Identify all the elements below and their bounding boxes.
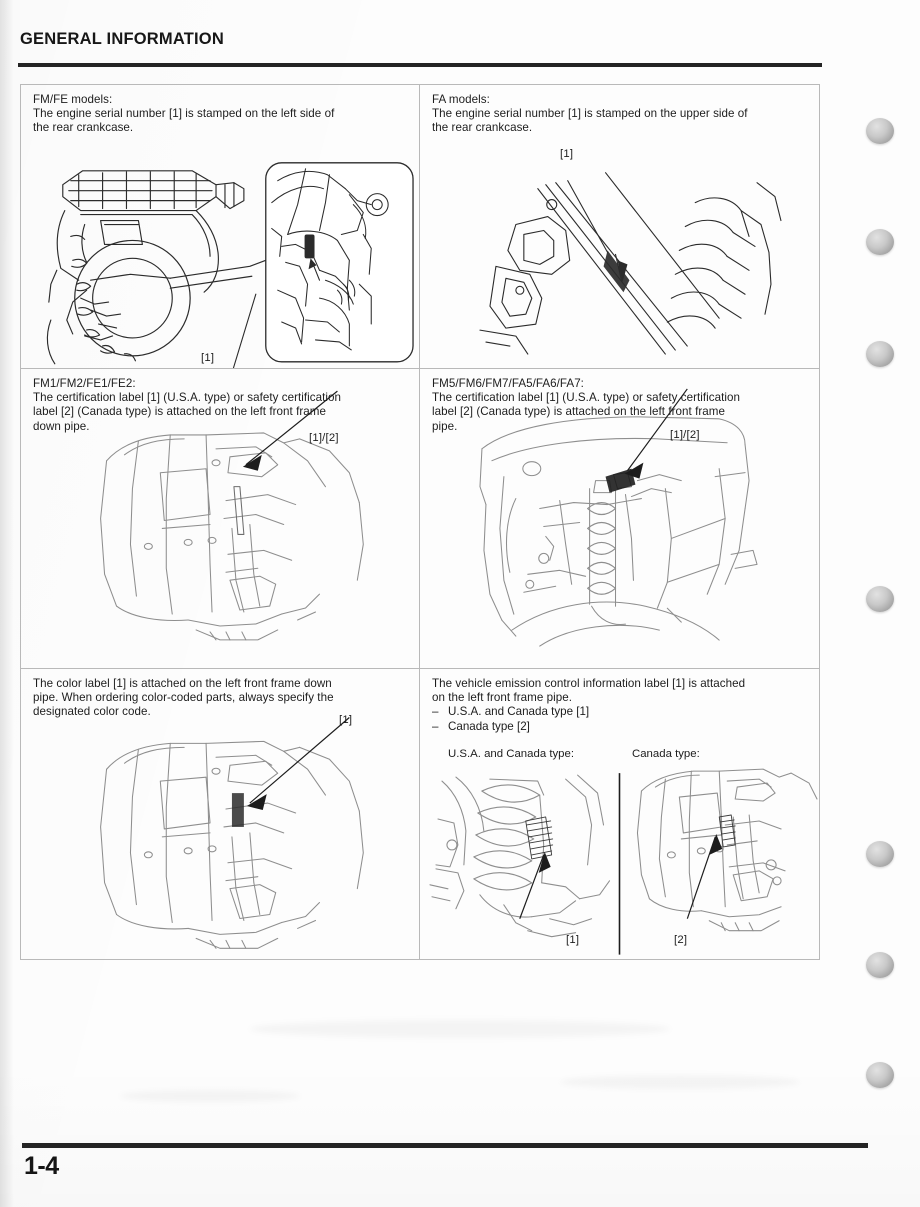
cell-text: The color label [1] is attached on the l… [33,677,334,719]
table-row: FM1/FM2/FE1/FE2: The certification label… [21,369,819,669]
cell-fa-engine-serial: FA models: The engine serial number [1] … [420,85,819,368]
list-item: – Canada type [2] [432,720,809,735]
binding-hole [866,229,894,255]
cell-text: The vehicle emission control information… [432,677,746,705]
callout-label: [1] [339,714,353,726]
scan-left-edge-shadow [0,0,14,1207]
cell-color-label: The color label [1] is attached on the l… [21,669,420,959]
dash-marker: – [432,705,439,719]
callout-label: [1] [560,148,574,160]
binding-hole [866,118,894,144]
emission-type-list: – U.S.A. and Canada type [1] – Canada ty… [432,705,809,734]
binding-hole [866,952,894,978]
subfigure-caption-usa-canada: U.S.A. and Canada type: [448,748,575,760]
cell-fm5-fa7-certification-label: FM5/FM6/FM7/FA5/FA6/FA7: The certificati… [420,369,819,668]
binding-hole [866,341,894,367]
callout-label: [2] [674,934,688,946]
binding-hole [866,586,894,612]
table-row: The color label [1] is attached on the l… [21,669,819,959]
scan-smudge [120,1090,300,1102]
page-number: 1-4 [24,1152,59,1180]
callout-label: [1]/[2] [670,429,700,441]
cell-text: FA models: The engine serial number [1] … [432,93,748,135]
list-item-label: U.S.A. and Canada type [1] [448,705,590,719]
content-table: FM/FE models: The engine serial number [… [20,84,820,960]
table-row: FM/FE models: The engine serial number [… [21,85,819,369]
list-item: – U.S.A. and Canada type [1] [432,705,809,720]
cell-text: FM1/FM2/FE1/FE2: The certification label… [33,377,342,433]
callout-label: [1] [566,934,580,946]
cell-fm1-fe2-certification-label: FM1/FM2/FE1/FE2: The certification label… [21,369,420,668]
page-title: GENERAL INFORMATION [20,30,224,48]
cell-emission-label: The vehicle emission control information… [420,669,819,959]
scan-smudge [250,1020,670,1038]
dash-marker: – [432,720,439,733]
subfigure-caption-canada: Canada type: [632,748,700,760]
footer-divider-rule [22,1143,868,1148]
list-item-label: Canada type [2] [448,720,530,733]
scan-smudge [560,1075,800,1089]
header-divider-rule [18,63,822,67]
cell-text: FM5/FM6/FM7/FA5/FA6/FA7: The certificati… [432,377,741,433]
cell-fm-fe-engine-serial: FM/FE models: The engine serial number [… [21,85,420,368]
callout-label: [1] [201,352,215,364]
binding-hole [866,1062,894,1088]
binding-hole [866,841,894,867]
callout-label: [1]/[2] [309,432,339,444]
cell-text: FM/FE models: The engine serial number [… [33,93,335,135]
